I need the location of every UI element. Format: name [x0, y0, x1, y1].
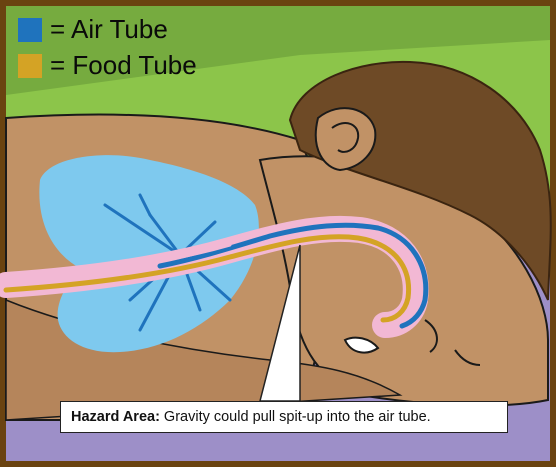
callout-text: Gravity could pull spit-up into the air …	[164, 409, 431, 425]
callout-title: Hazard Area:	[71, 409, 160, 425]
air-tube-swatch	[18, 18, 42, 42]
legend-item-food-tube: = Food Tube	[18, 50, 197, 81]
hazard-callout: Hazard Area: Gravity could pull spit-up …	[60, 401, 508, 433]
legend-label-air-tube: = Air Tube	[50, 14, 168, 45]
food-tube-swatch	[18, 54, 42, 78]
legend-label-food-tube: = Food Tube	[50, 50, 197, 81]
legend-item-air-tube: = Air Tube	[18, 14, 168, 45]
